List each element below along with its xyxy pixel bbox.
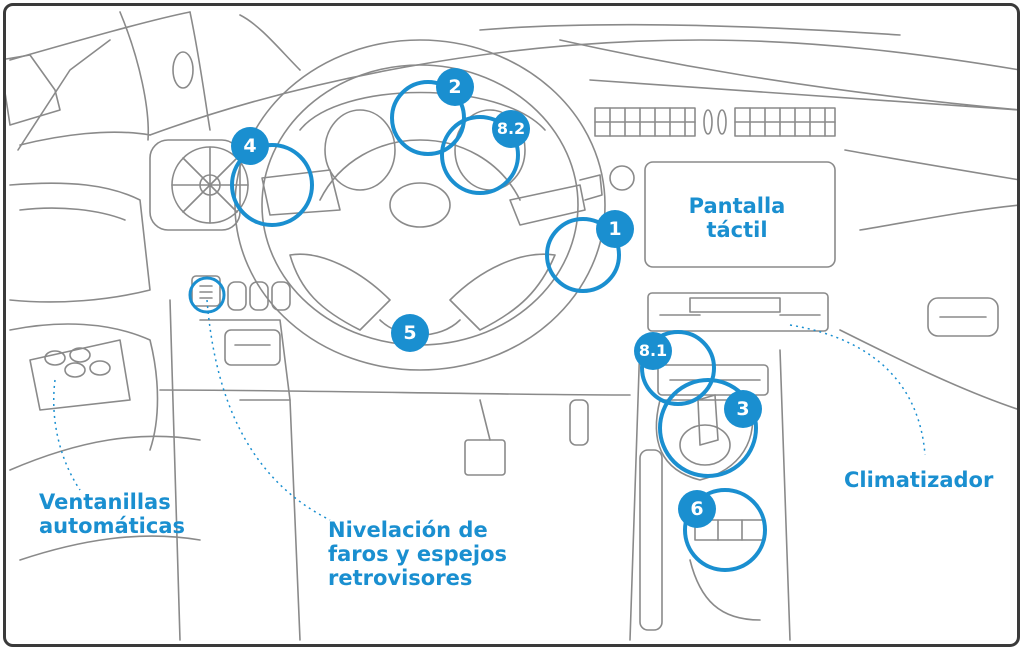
- ring-1: [545, 217, 621, 293]
- ring-8-2: [440, 115, 520, 195]
- ventanillas-line1: Ventanillas: [39, 490, 171, 514]
- marker-8-1: 8.1: [634, 332, 672, 370]
- pillar-hole: [172, 51, 194, 89]
- nivelacion-leader: [206, 299, 331, 521]
- ring-6: [683, 488, 767, 572]
- climatizador-leader: [789, 324, 926, 456]
- climatizador-label: Climatizador: [844, 468, 994, 492]
- marker-3: 3: [724, 390, 762, 428]
- marker-2: 2: [436, 68, 474, 106]
- ring-4: [230, 143, 314, 227]
- nivelacion-label: Nivelación de faros y espejos retrovisor…: [328, 518, 507, 590]
- ring-2: [390, 80, 466, 156]
- car-interior-illustration: [6, 11, 1017, 641]
- marker-8-2: 8.2: [492, 110, 530, 148]
- ring-8-1: [640, 330, 716, 406]
- nivelacion-line2: faros y espejos: [328, 542, 508, 566]
- marker-5: 5: [391, 314, 429, 352]
- marker-4: 4: [231, 127, 269, 165]
- nivelacion-line1: Nivelación de: [328, 518, 488, 542]
- ventanillas-leader: [52, 379, 81, 491]
- ventanillas-line2: automáticas: [39, 514, 185, 538]
- ventanillas-label: Ventanillas automáticas: [39, 490, 185, 538]
- pantalla-line2: táctil: [706, 218, 768, 242]
- nivelacion-line3: retrovisores: [328, 566, 473, 590]
- pantalla-line1: Pantalla: [688, 194, 786, 218]
- ring-nivelacion: [188, 276, 226, 314]
- ring-3: [658, 378, 758, 478]
- pantalla-tactil-label: Pantalla táctil: [682, 194, 792, 242]
- diagram-frame: Pantalla táctil Climatizador Ventanillas…: [3, 3, 1020, 647]
- marker-1: 1: [596, 210, 634, 248]
- marker-6: 6: [678, 490, 716, 528]
